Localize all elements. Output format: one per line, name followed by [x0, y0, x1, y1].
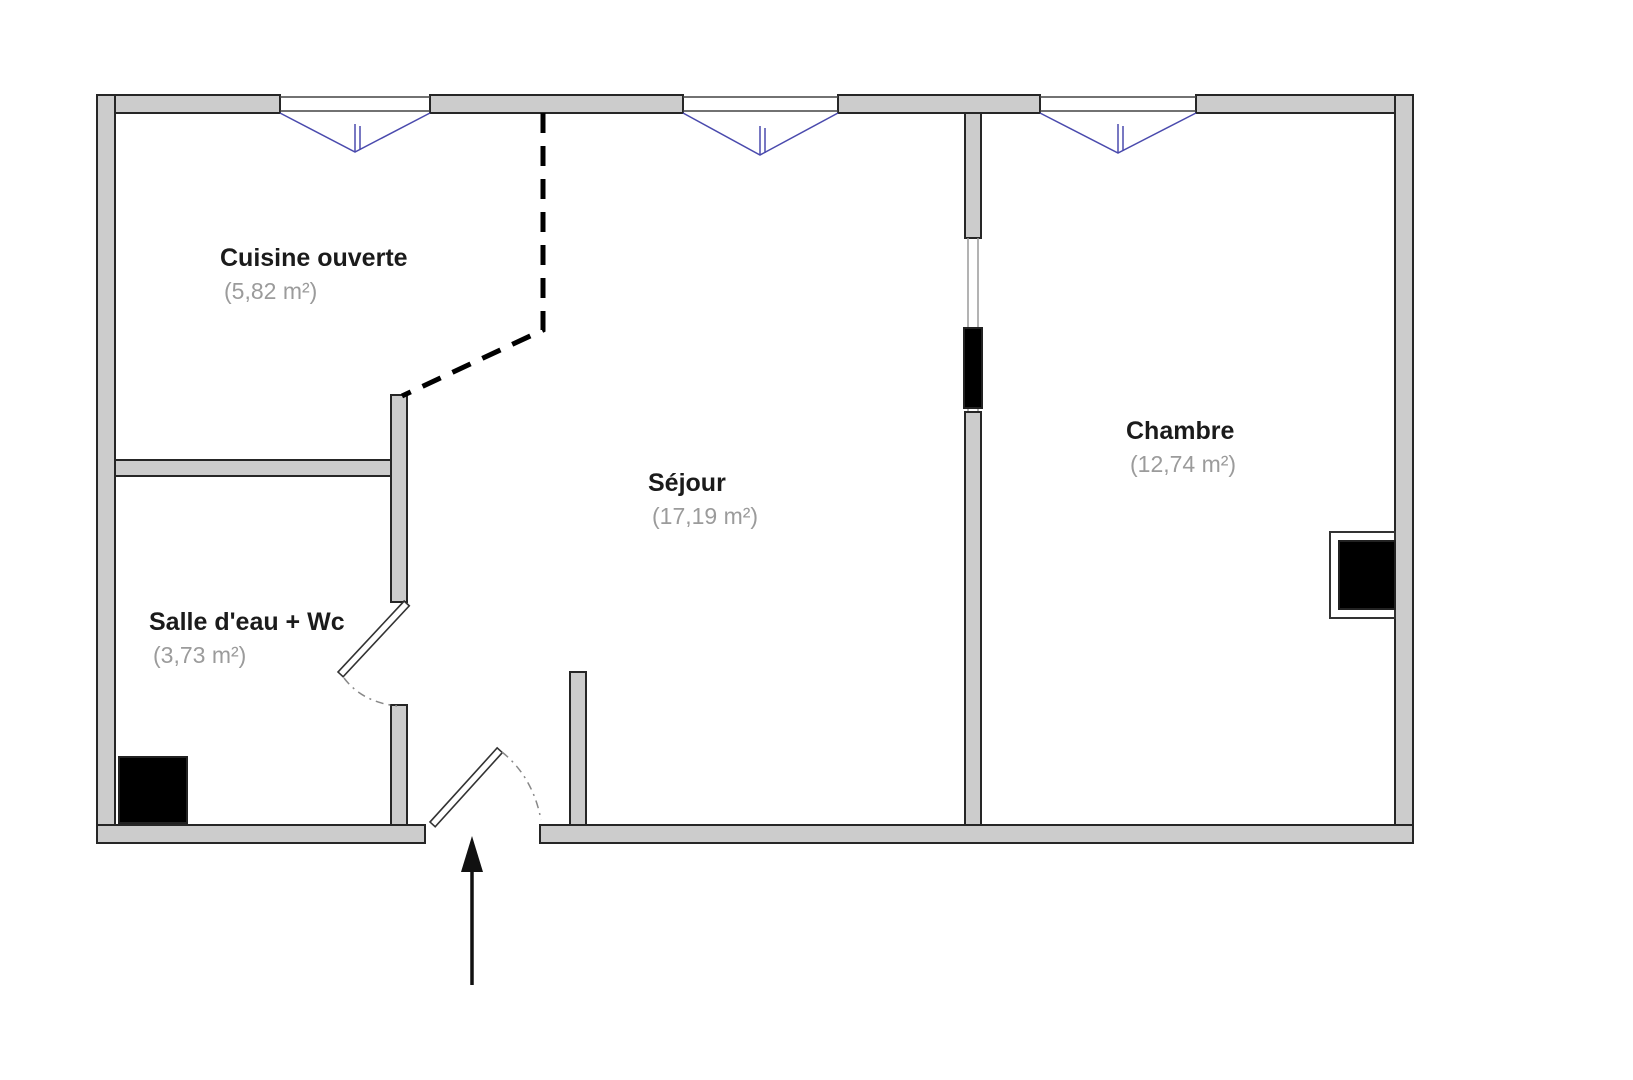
room-name: Cuisine ouverte: [220, 244, 408, 272]
bathroom-duct-block: [118, 756, 188, 824]
window-icon: [1039, 96, 1197, 154]
bathroom-door-swing: [343, 677, 398, 707]
entrance-door-leaf: [428, 746, 504, 828]
room-area: (12,74 m²): [1130, 451, 1237, 478]
room-name: Séjour: [648, 469, 726, 497]
sliding-door-panel: [963, 327, 983, 409]
bathroom-walls: [114, 394, 411, 826]
room-label-salle-eau: Salle d'eau + Wc (3,73 m²): [149, 607, 345, 670]
room-label-sejour: Séjour (17,19 m²): [648, 468, 758, 531]
bathroom-door-leaf: [336, 599, 411, 678]
kitchen-bathroom-wall: [114, 459, 396, 477]
room-label-cuisine: Cuisine ouverte (5,82 m²): [220, 243, 408, 306]
room-area: (5,82 m²): [224, 278, 318, 305]
top-wall-segment: [837, 94, 1041, 114]
top-wall-segment: [1195, 94, 1414, 114]
bathroom-right-wall-lower: [390, 704, 408, 826]
bathroom-right-wall-upper: [390, 394, 408, 603]
outer-walls: [96, 94, 1414, 844]
window-icon: [682, 96, 839, 156]
left-wall: [96, 94, 116, 844]
room-label-chambre: Chambre (12,74 m²): [1126, 416, 1236, 479]
sejour-chambre-wall: [963, 112, 983, 826]
bottom-wall-segment: [96, 824, 426, 844]
right-wall: [1394, 94, 1414, 844]
chambre-duct: [1329, 531, 1396, 619]
top-wall-segment: [429, 94, 684, 114]
room-name: Salle d'eau + Wc: [149, 608, 345, 636]
open-kitchen-boundary: [400, 113, 546, 399]
window-icon: [279, 96, 431, 153]
entrance-door-swing: [501, 751, 542, 821]
room-name: Chambre: [1126, 417, 1235, 445]
entrance-arrow-head: [461, 836, 483, 872]
bottom-wall-segment: [539, 824, 1414, 844]
chambre-duct-block: [1338, 540, 1396, 610]
top-wall-segment: [96, 94, 281, 114]
entrance-stub-wall: [569, 671, 587, 826]
entrance: [428, 671, 587, 985]
interior-wall-segment: [964, 112, 982, 239]
interior-wall-segment: [964, 411, 982, 826]
room-area: (17,19 m²): [652, 503, 759, 530]
room-area: (3,73 m²): [153, 642, 247, 669]
